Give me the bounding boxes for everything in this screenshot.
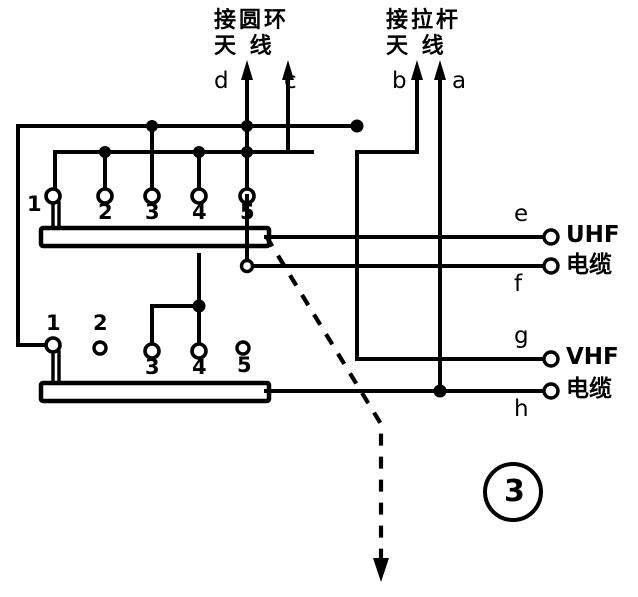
junction-dot bbox=[241, 146, 253, 158]
cable-name-uhf-cjk: 电缆 bbox=[566, 252, 612, 278]
terminal-letter-a: a bbox=[452, 68, 467, 94]
rod-antenna-label-line2: 天 线 bbox=[386, 34, 447, 59]
junction-dot bbox=[99, 146, 111, 158]
loop-antenna-label-line2: 天 线 bbox=[214, 34, 275, 59]
figure-number-circle bbox=[483, 462, 543, 522]
junction-dot bbox=[192, 299, 206, 313]
terminal-f-ring[interactable] bbox=[542, 257, 560, 275]
arrow-d-line bbox=[241, 60, 253, 128]
lower-contact-number-1: 1 bbox=[46, 311, 61, 335]
lower-contact-number-3: 3 bbox=[145, 355, 160, 379]
arrow-a-line bbox=[434, 60, 446, 393]
arrow-c-line bbox=[282, 60, 294, 154]
output-letter-e: e bbox=[514, 201, 529, 227]
upper-contact-drops bbox=[103, 124, 249, 192]
lower-contact-number-4: 4 bbox=[192, 355, 207, 379]
output-letter-h: h bbox=[514, 396, 529, 422]
lower-contact-number-2: 2 bbox=[93, 311, 108, 335]
upper-contact-number-1: 1 bbox=[27, 192, 42, 216]
lower-contact-link bbox=[150, 253, 201, 347]
upper-contact-number-4: 4 bbox=[192, 200, 207, 224]
rod-antenna-label-line1: 接拉杆 bbox=[386, 8, 462, 33]
lower-switch-bar[interactable] bbox=[38, 380, 272, 404]
lower-contact-number-5: 5 bbox=[237, 353, 252, 377]
f-junction-ring bbox=[239, 258, 255, 274]
figure-number-text: 3 bbox=[504, 474, 525, 509]
output-letter-g: g bbox=[514, 323, 529, 349]
upper-contact-number-3: 3 bbox=[145, 200, 160, 224]
upper-switch-bar[interactable] bbox=[38, 225, 272, 249]
output-letter-f: f bbox=[514, 271, 523, 297]
junction-dot bbox=[433, 384, 447, 398]
terminal-h-ring[interactable] bbox=[542, 382, 560, 400]
cable-name-uhf: UHF bbox=[566, 222, 620, 248]
upper-contact-number-5: 5 bbox=[240, 200, 255, 224]
f-output-wire bbox=[245, 194, 547, 268]
terminal-g-ring[interactable] bbox=[542, 350, 560, 368]
cable-name-vhf: VHF bbox=[566, 344, 619, 370]
terminal-letter-d: d bbox=[214, 68, 229, 94]
cable-name-vhf-cjk: 电缆 bbox=[566, 376, 612, 402]
loop-antenna-label-line1: 接圆环 bbox=[214, 8, 290, 33]
terminal-letter-b: b bbox=[392, 68, 407, 94]
terminal-letter-c: c bbox=[284, 68, 297, 94]
junction-dot bbox=[350, 119, 364, 133]
junction-dot bbox=[241, 120, 253, 132]
upper-contact-number-2: 2 bbox=[98, 200, 113, 224]
contact-bus-wire bbox=[53, 150, 314, 192]
arrow-b-line bbox=[355, 60, 547, 361]
terminal-e-ring[interactable] bbox=[542, 228, 560, 246]
switch-gang-dashed-line bbox=[264, 234, 389, 582]
junction-dot bbox=[146, 120, 158, 132]
junction-dot bbox=[193, 146, 205, 158]
